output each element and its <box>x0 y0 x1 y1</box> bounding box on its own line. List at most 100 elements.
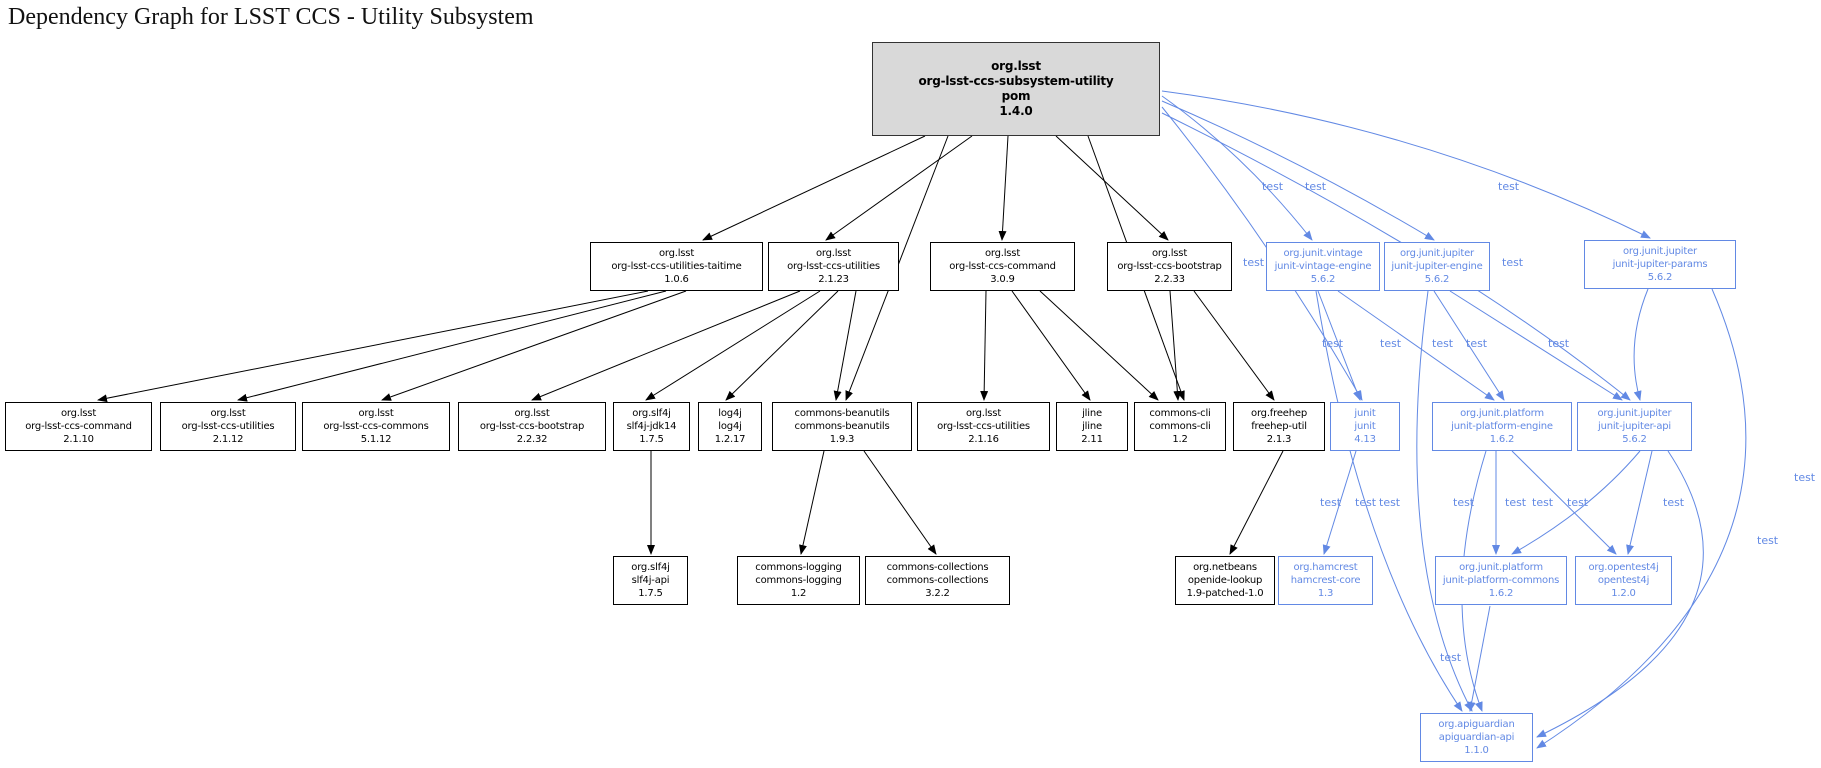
node-label: org.freehep <box>1251 408 1307 419</box>
node-label: jline <box>1082 421 1102 432</box>
test-dependency-edge <box>1536 288 1747 749</box>
node-label: opentest4j <box>1597 575 1650 586</box>
edge-label-test: test <box>1432 337 1454 350</box>
edge-label-test: test <box>1380 337 1402 350</box>
node-label: apiguardian-api <box>1438 732 1515 743</box>
edge-label-test: test <box>1663 496 1685 509</box>
edge-label-test: test <box>1262 180 1284 193</box>
node-jline: jline jline 2.11 <box>1056 402 1128 451</box>
test-dependency-edge <box>1416 290 1473 712</box>
node-label: junit-platform-commons <box>1442 575 1560 586</box>
node-label: 5.6.2 <box>1424 274 1450 285</box>
node-label: 2.2.32 <box>516 434 548 445</box>
node-label: org.lsst <box>984 248 1021 259</box>
node-label: 4.13 <box>1354 434 1376 445</box>
node-label: 5.6.2 <box>1647 272 1673 283</box>
node-log4j: log4j log4j 1.2.17 <box>698 402 762 451</box>
node-label: junit-jupiter-engine <box>1391 261 1483 272</box>
node-label: commons-cli <box>1149 408 1211 419</box>
node-label: 1.2 <box>790 588 807 599</box>
node-label: org.lsst <box>60 408 97 419</box>
node-label: 1.1.0 <box>1464 745 1489 756</box>
edge-label-test: test <box>1322 337 1344 350</box>
node-label: 1.2.0 <box>1611 588 1636 599</box>
node-label: log4j <box>718 421 742 432</box>
node-label: 2.1.16 <box>968 434 999 445</box>
dependency-edge <box>980 290 989 401</box>
test-dependency-edge <box>1511 450 1641 555</box>
node-label: org.lsst <box>815 248 852 259</box>
node-label: jline <box>1082 408 1102 419</box>
node-label: org.apiguardian <box>1438 719 1515 730</box>
node-label: 2.1.12 <box>212 434 244 445</box>
node-label: junit-platform-engine <box>1451 421 1553 432</box>
node-label: 5.6.2 <box>1310 274 1336 285</box>
node-label: org.lsst <box>658 248 695 259</box>
node-label: 5.6.2 <box>1622 434 1647 445</box>
node-label: 1.7.5 <box>638 588 663 599</box>
node-label: org-lsst-ccs-command <box>949 261 1056 272</box>
node-label: 1.4.0 <box>999 104 1033 118</box>
edge-label-test: test <box>1498 180 1520 193</box>
edge-label-test: test <box>1794 471 1816 484</box>
test-dependency-edge <box>1315 290 1463 712</box>
node-label: junit <box>1354 408 1376 419</box>
node-label: 2.1.10 <box>63 434 94 445</box>
test-dependency-edge <box>1626 450 1653 555</box>
node-label: 3.2.2 <box>925 588 950 599</box>
node-label: org.opentest4j <box>1588 562 1659 573</box>
node-label: org-lsst-ccs-utilities <box>937 421 1030 432</box>
node-label: 2.11 <box>1081 434 1103 445</box>
edge-label-test: test <box>1502 256 1524 269</box>
edge-label-test: test <box>1757 534 1779 547</box>
node-label: commons-logging <box>755 575 842 586</box>
node-label: slf4j-api <box>631 575 670 586</box>
node-label: org.hamcrest <box>1293 562 1358 573</box>
node-label: junit-vintage-engine <box>1274 261 1372 272</box>
node-label: 2.1.3 <box>1266 434 1292 445</box>
node-label: 1.9.3 <box>829 434 855 445</box>
node-label: 1.2 <box>1172 434 1188 445</box>
dependency-edge <box>97 290 649 403</box>
test-dependency-edge <box>1322 450 1357 555</box>
node-label: 1.9-patched-1.0 <box>1186 588 1264 599</box>
dependency-edge <box>725 290 839 401</box>
node-label: 1.0.6 <box>664 274 689 285</box>
node-label: org.lsst <box>210 408 246 419</box>
edge-label-test: test <box>1532 496 1554 509</box>
graph-title: Dependency Graph for LSST CCS - Utility … <box>8 4 534 30</box>
node-label: 2.1.23 <box>818 274 849 285</box>
node-label: 1.2.17 <box>714 434 746 445</box>
test-dependency-edge <box>1161 106 1363 401</box>
test-dependency-edge <box>1449 290 1623 401</box>
edge-label-test: test <box>1243 256 1265 269</box>
node-label: 5.1.12 <box>360 434 392 445</box>
dependency-edge <box>1169 290 1182 401</box>
node-label: org.lsst <box>991 59 1041 73</box>
node-label: org.slf4j <box>632 408 671 419</box>
test-dependency-edge <box>1467 605 1491 712</box>
node-label: junit-jupiter-api <box>1597 421 1671 432</box>
node-label: log4j <box>718 408 742 419</box>
node-label: org.slf4j <box>631 562 670 573</box>
node-slf4j-api: org.slf4j slf4j-api 1.7.5 <box>613 556 688 605</box>
node-label: 1.7.5 <box>639 434 664 445</box>
test-dependency-edge <box>1433 290 1505 401</box>
node-label: 1.6.2 <box>1488 588 1514 599</box>
node-label: commons-collections <box>886 575 989 586</box>
